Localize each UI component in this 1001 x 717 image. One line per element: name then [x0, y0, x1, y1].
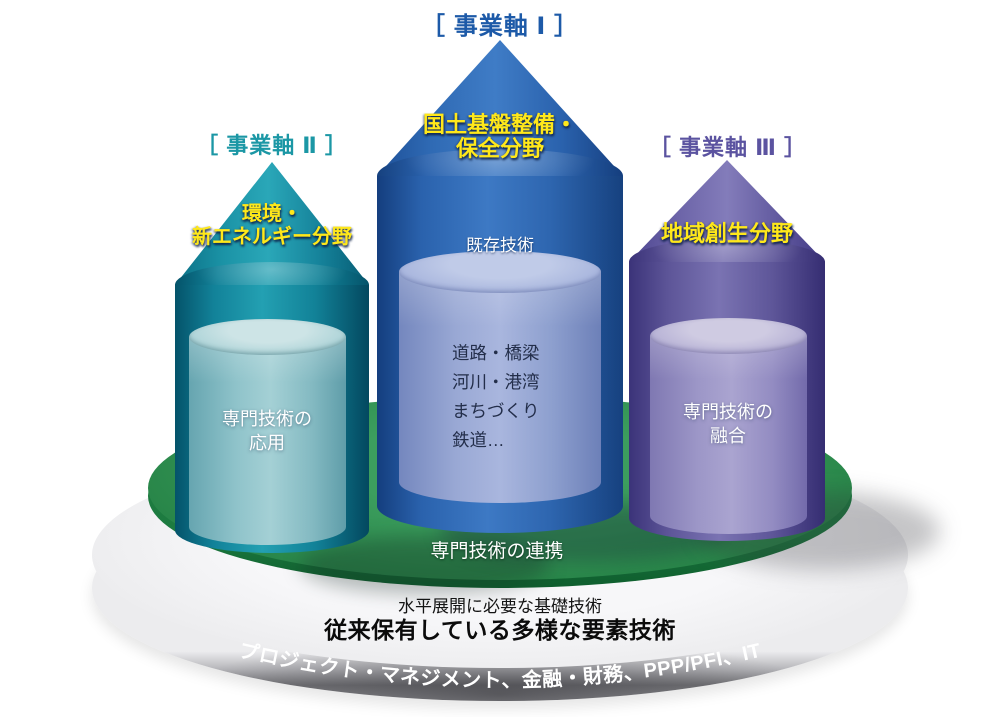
- left-inner-label-line2: 応用: [249, 433, 285, 453]
- left-tower-title: 環境・ 新エネルギー分野: [152, 203, 392, 249]
- right-inner-label-line1: 専門技術の: [683, 402, 773, 422]
- left-tower-title-line1: 環境・: [242, 203, 302, 225]
- axis-header-3: ［ 事業軸 Ⅲ ］: [648, 135, 808, 160]
- center-tower-title-line2: 保全分野: [455, 136, 544, 161]
- left-inner-cylinder-body: [189, 337, 346, 527]
- center-capability-item: 河川・港湾: [452, 372, 540, 392]
- base-caption: 水平展開に必要な基礎技術: [398, 597, 602, 616]
- center-capability-item: まちづくり: [452, 401, 540, 421]
- axis-header-1: ［ 事業軸 Ⅰ ］: [421, 13, 579, 40]
- center-tower-title: 国土基盤整備・ 保全分野: [360, 113, 640, 161]
- center-capability-list: 道路・橋梁 河川・港湾 まちづくり 鉄道…: [452, 339, 582, 455]
- right-inner-cylinder-top: [650, 318, 807, 354]
- left-inner-label-line1: 専門技術の: [222, 409, 312, 429]
- green-disk-label: 専門技術の連携: [430, 541, 564, 562]
- center-capability-item: 道路・橋梁: [452, 343, 540, 363]
- center-inner-cylinder-top: [399, 251, 601, 293]
- right-inner-label: 専門技術の 融合: [658, 400, 798, 448]
- right-tower-title: 地域創生分野: [607, 222, 847, 246]
- center-inner-cylinder-body: [399, 272, 601, 482]
- center-capability-item: 鉄道…: [452, 430, 505, 450]
- center-inner-cap-label: 既存技術: [466, 236, 534, 255]
- right-tower-title-line1: 地域創生分野: [660, 221, 793, 246]
- left-inner-label: 専門技術の 応用: [197, 407, 337, 455]
- right-inner-label-line2: 融合: [710, 426, 746, 446]
- center-tower-title-line1: 国土基盤整備・: [422, 112, 577, 137]
- axis-header-2: ［ 事業軸 Ⅱ ］: [196, 133, 348, 158]
- base-title: 従来保有している多様な要素技術: [324, 617, 676, 643]
- right-inner-cylinder-body: [650, 336, 807, 516]
- left-tower-title-line2: 新エネルギー分野: [192, 226, 352, 248]
- left-inner-cylinder-top: [189, 319, 346, 355]
